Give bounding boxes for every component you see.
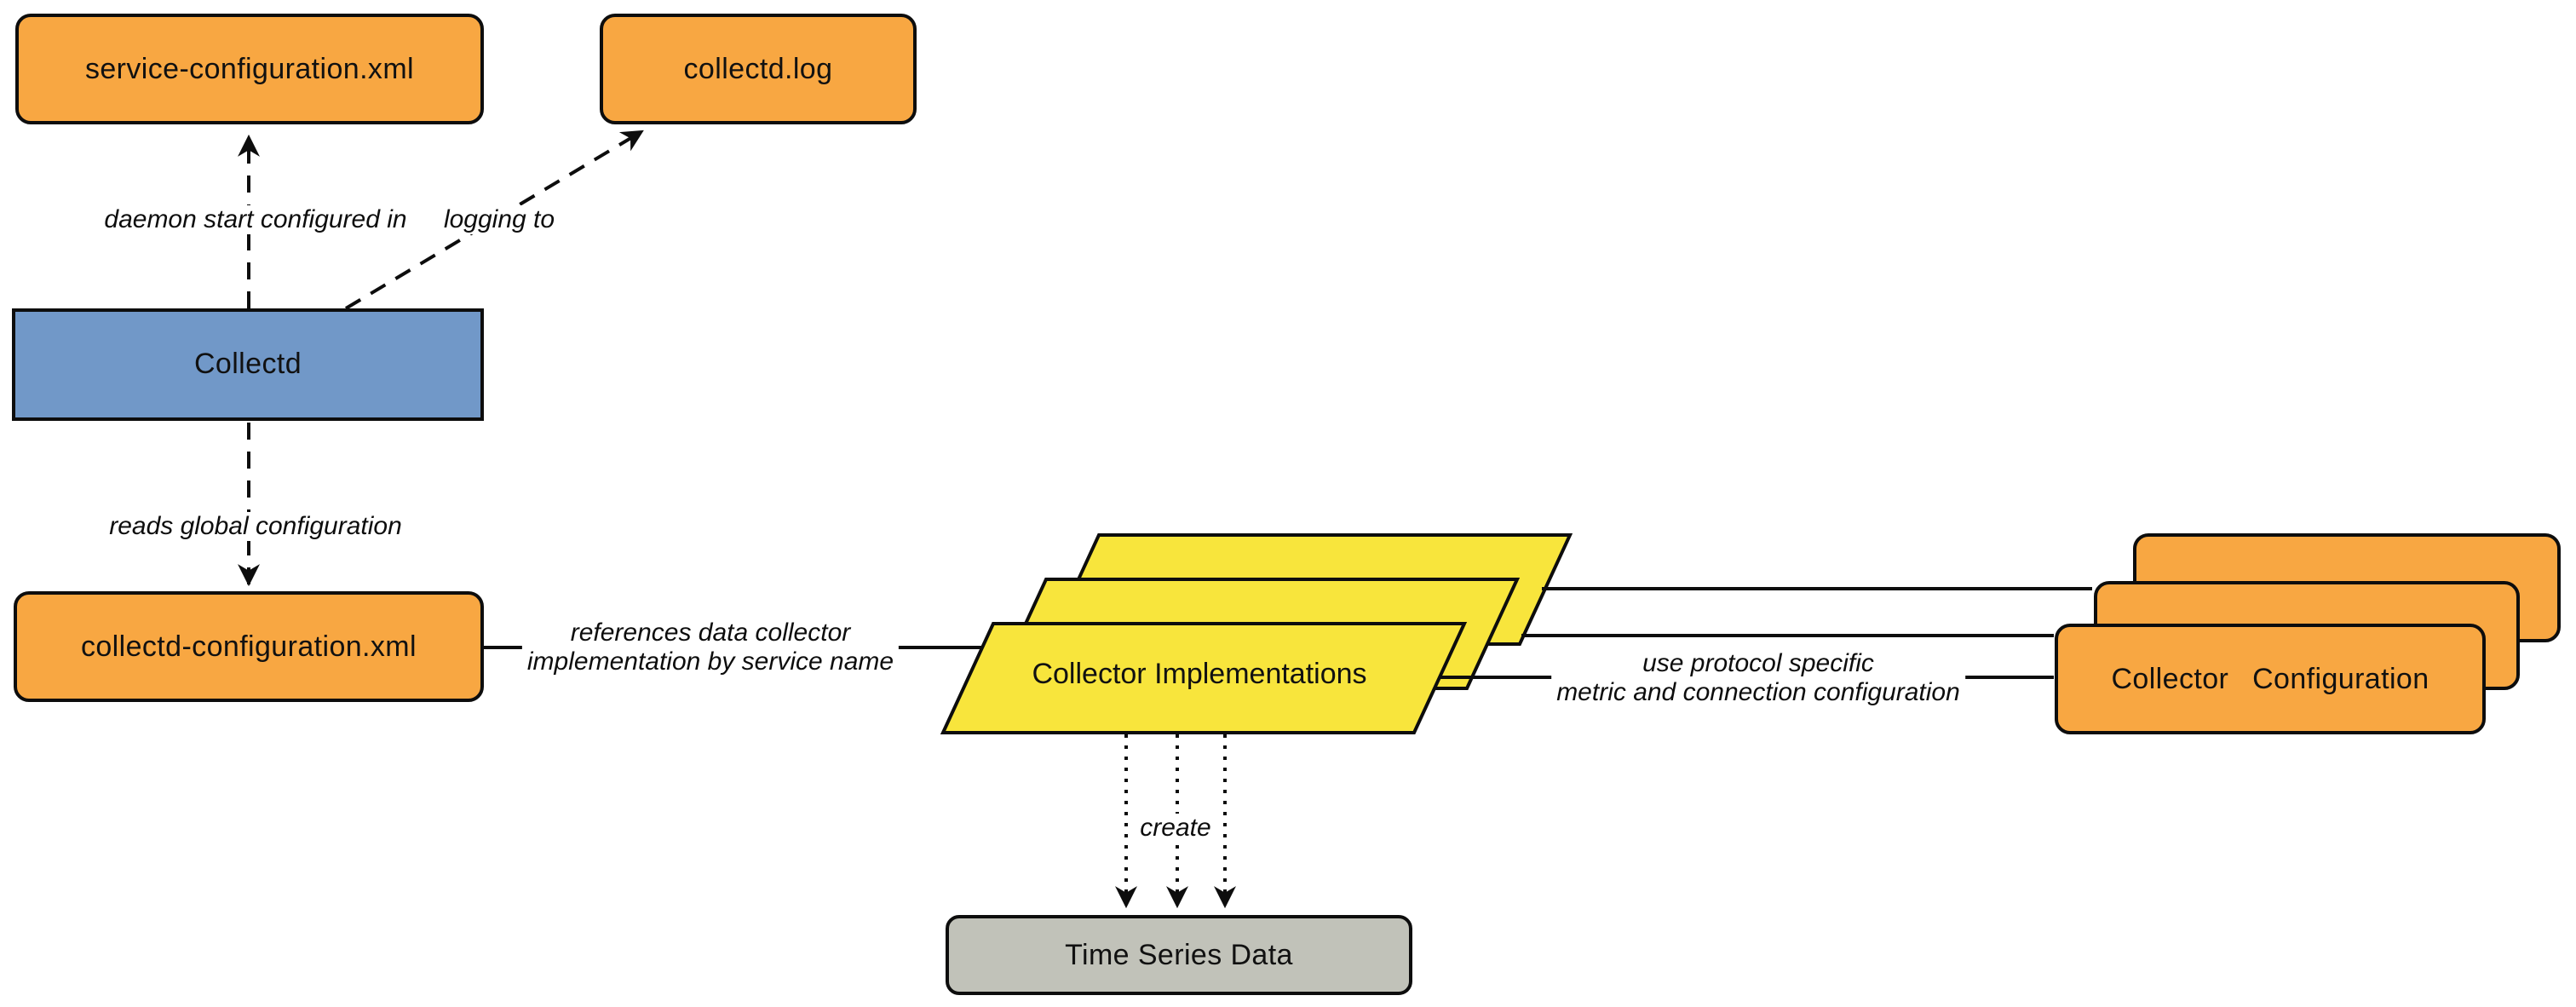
- node-collectd: Collectd: [12, 308, 484, 421]
- collector-implementations-stack: [940, 533, 1573, 734]
- edge-label-create: create: [1135, 814, 1216, 843]
- edge-label-use-protocol-line2: metric and connection configuration: [1556, 678, 1960, 707]
- edge-label-references-line1: references data collector: [570, 619, 851, 647]
- edge-label-logging-to: logging to: [438, 205, 561, 234]
- node-label: service-configuration.xml: [84, 52, 414, 84]
- node-label: collectd.log: [683, 52, 833, 84]
- edge-label-reads-global: reads global configuration: [104, 512, 407, 541]
- edge-label-use-protocol: use protocol specific metric and connect…: [1551, 649, 1965, 707]
- node-collectd-configuration-xml: collectd-configuration.xml: [14, 591, 484, 702]
- node-label: Collectd: [193, 348, 302, 380]
- node-label: Collector Configuration: [2111, 662, 2429, 694]
- edge-label-references: references data collector implementation…: [521, 619, 900, 676]
- node-collector-configuration-front: Collector Configuration: [2055, 624, 2486, 734]
- edge-label-use-protocol-line1: use protocol specific: [1642, 649, 1874, 678]
- edge-label-references-line2: implementation by service name: [526, 647, 894, 676]
- node-collector-implementations-label: Collector Implementations: [1032, 658, 1367, 690]
- node-time-series-data: Time Series Data: [946, 915, 1412, 995]
- collector-implementations-shape-front: [940, 622, 1468, 734]
- node-service-configuration-xml: service-configuration.xml: [15, 14, 484, 124]
- node-label: collectd-configuration.xml: [80, 630, 417, 662]
- edge-label-daemon-start: daemon start configured in: [99, 205, 412, 234]
- node-label: Time Series Data: [1065, 938, 1293, 970]
- node-collectd-log: collectd.log: [600, 14, 917, 124]
